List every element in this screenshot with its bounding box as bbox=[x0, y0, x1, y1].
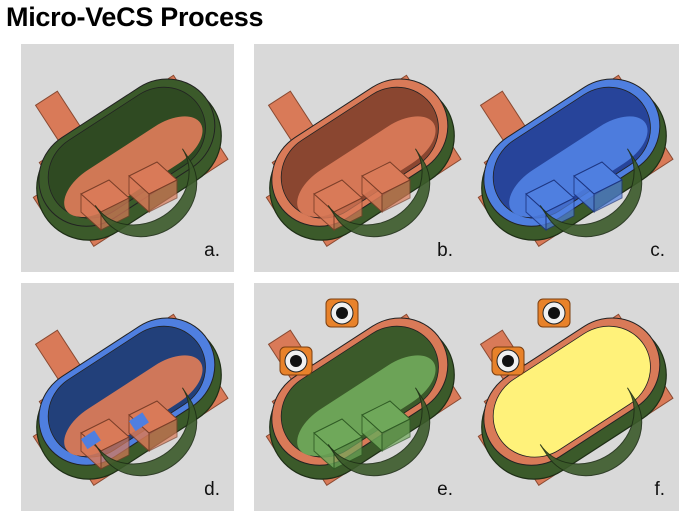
slide-title: Micro-VeCS Process bbox=[6, 2, 264, 32]
can-front-wall bbox=[539, 387, 643, 477]
panel-label: e. bbox=[437, 479, 453, 500]
panel-f: f. bbox=[466, 283, 679, 511]
panel-illustration bbox=[477, 74, 674, 248]
chip-block bbox=[128, 161, 178, 214]
chip-block bbox=[361, 400, 411, 453]
panel-label: b. bbox=[437, 240, 453, 261]
chip-block bbox=[80, 179, 130, 232]
panel-a: a. bbox=[21, 44, 234, 272]
can-front-wall bbox=[94, 148, 198, 238]
chip-block bbox=[313, 179, 363, 232]
can-front-wall bbox=[327, 148, 431, 238]
panel-illustration bbox=[32, 313, 229, 487]
panel-e: e. bbox=[254, 283, 467, 511]
chip-block bbox=[313, 418, 363, 471]
panel-illustration bbox=[265, 74, 462, 248]
panel-illustration bbox=[32, 74, 229, 248]
panel-b: b. bbox=[254, 44, 467, 272]
connector bbox=[537, 298, 571, 328]
panel-illustration bbox=[477, 298, 674, 487]
blue-patch bbox=[128, 412, 149, 432]
can-interior bbox=[492, 325, 651, 458]
panel-label: a. bbox=[204, 240, 220, 261]
can-front-wall bbox=[327, 387, 431, 477]
panel-d: d. bbox=[21, 283, 234, 511]
panel-illustration bbox=[265, 298, 462, 487]
chip-block bbox=[525, 179, 575, 232]
chip-block bbox=[573, 161, 623, 214]
panel-c: c. bbox=[466, 44, 679, 272]
blue-patch bbox=[80, 430, 101, 450]
can-front-wall bbox=[539, 148, 643, 238]
panel-label: f. bbox=[654, 479, 665, 500]
can-front-wall bbox=[94, 387, 198, 477]
connector bbox=[279, 346, 313, 376]
connector bbox=[325, 298, 359, 328]
panel-label: d. bbox=[204, 479, 220, 500]
chip-block bbox=[361, 161, 411, 214]
connector bbox=[491, 346, 525, 376]
panel-label: c. bbox=[650, 240, 665, 261]
